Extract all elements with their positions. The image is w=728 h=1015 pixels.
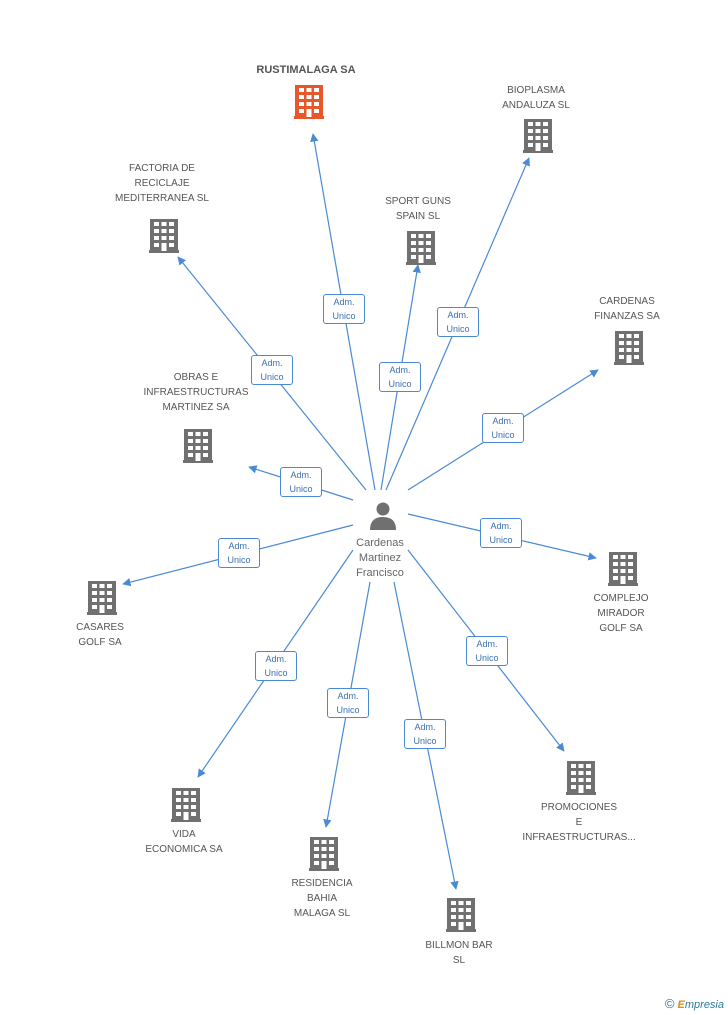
- company-label-vida[interactable]: VIDA ECONOMICA SA: [145, 829, 223, 855]
- building-icon[interactable]: [445, 898, 477, 932]
- building-icon[interactable]: [308, 837, 340, 871]
- building-icon[interactable]: [86, 581, 118, 615]
- building-icon[interactable]: [613, 331, 645, 365]
- role-badge-vida[interactable]: Adm. Unico: [255, 651, 297, 681]
- building-icon[interactable]: [405, 231, 437, 265]
- role-badge-residencia[interactable]: Adm. Unico: [327, 688, 369, 718]
- role-badge-promociones[interactable]: Adm. Unico: [466, 636, 508, 666]
- building-icon[interactable]: [522, 119, 554, 153]
- role-badge-rustimalaga[interactable]: Adm. Unico: [323, 294, 365, 324]
- company-label-factoria[interactable]: FACTORIA DE RECICLAJE MEDITERRANEA SL: [115, 163, 209, 204]
- building-icon[interactable]: [565, 761, 597, 795]
- company-label-cardenasfin[interactable]: CARDENAS FINANZAS SA: [594, 296, 660, 322]
- copyright-symbol: ©: [664, 996, 675, 1011]
- company-label-rustimalaga[interactable]: RUSTIMALAGA SA: [256, 64, 356, 76]
- edges-layer: [122, 133, 599, 890]
- company-label-billmon[interactable]: BILLMON BAR SL: [425, 940, 493, 966]
- building-icon[interactable]: [170, 788, 202, 822]
- role-badge-sportguns[interactable]: Adm. Unico: [379, 362, 421, 392]
- company-label-bioplasma[interactable]: BIOPLASMA ANDALUZA SL: [502, 85, 570, 111]
- company-label-casares[interactable]: CASARES GOLF SA: [76, 622, 124, 648]
- brand-name: mpresia: [684, 999, 724, 1011]
- role-badge-casares[interactable]: Adm. Unico: [218, 538, 260, 568]
- role-badge-obras[interactable]: Adm. Unico: [280, 467, 322, 497]
- company-label-complejo[interactable]: COMPLEJO MIRADOR GOLF SA: [593, 593, 649, 634]
- building-icon[interactable]: [148, 219, 180, 253]
- role-badge-bioplasma[interactable]: Adm. Unico: [437, 307, 479, 337]
- role-badge-complejo[interactable]: Adm. Unico: [480, 518, 522, 548]
- empresia-credit[interactable]: © Empresia: [665, 996, 724, 1011]
- company-label-promociones[interactable]: PROMOCIONES E INFRAESTRUCTURAS...: [522, 802, 636, 843]
- role-badge-cardenasfin[interactable]: Adm. Unico: [482, 413, 524, 443]
- company-label-obras[interactable]: OBRAS E INFRAESTRUCTURAS MARTINEZ SA: [143, 372, 249, 413]
- building-icon[interactable]: [293, 85, 325, 119]
- role-badge-factoria[interactable]: Adm. Unico: [251, 355, 293, 385]
- company-label-residencia[interactable]: RESIDENCIA BAHIA MALAGA SL: [291, 878, 353, 919]
- person-name-label[interactable]: Cardenas Martinez Francisco: [356, 537, 404, 579]
- brand-initial: E: [677, 999, 685, 1011]
- company-label-sportguns[interactable]: SPORT GUNS SPAIN SL: [385, 196, 451, 222]
- person-icon[interactable]: [370, 502, 396, 531]
- building-icon[interactable]: [607, 552, 639, 586]
- building-icon[interactable]: [182, 429, 214, 463]
- role-badge-billmon[interactable]: Adm. Unico: [404, 719, 446, 749]
